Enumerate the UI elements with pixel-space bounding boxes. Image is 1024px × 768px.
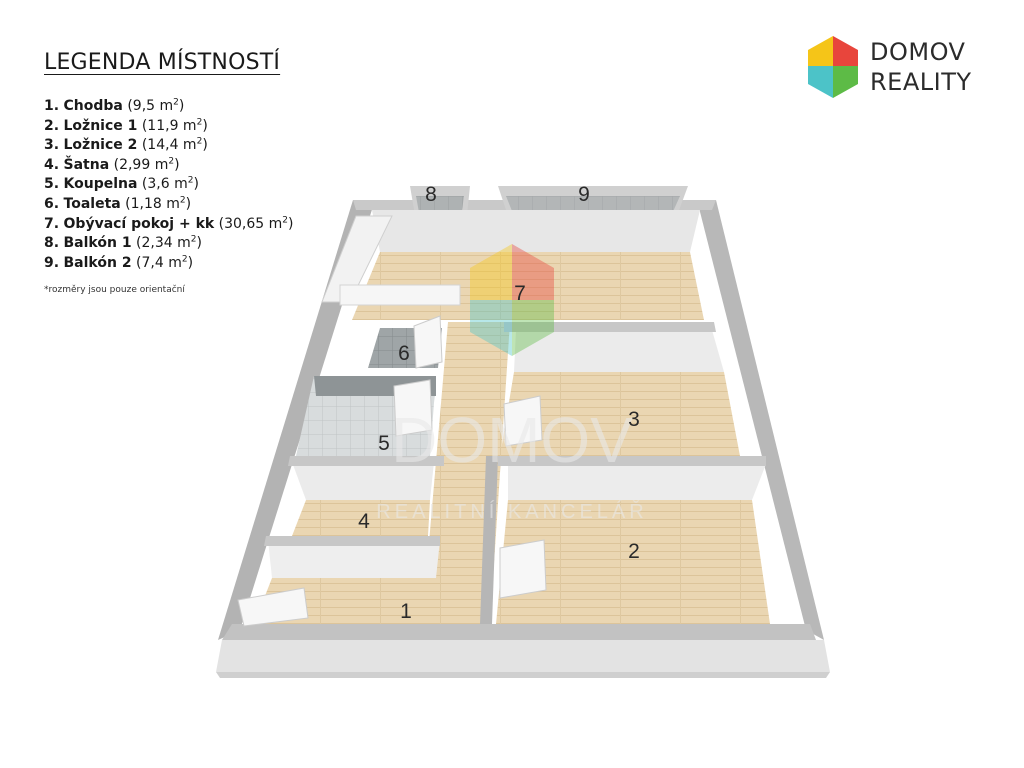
legend-item-9: 9. Balkón 2 (7,4 m2) [44,254,194,271]
legend-item-4: 4. Šatna (2,99 m2) [44,156,180,173]
domov-reality-logo: DOMOV REALITY [804,34,984,100]
kitchen-island [339,284,461,306]
room-1-floor [254,578,490,624]
balcony-label-9: 9 [578,183,590,206]
legend-item-2: 2. Ložnice 1 (11,9 m2) [44,116,208,134]
room-label-6: 6 [398,342,410,365]
legend-item-6: 6. Toaleta (1,18 m2) [44,195,192,212]
room-2-wall-back [508,464,766,500]
base-slab-front [216,672,830,678]
room-label-1: 1 [400,600,412,623]
room-2-floor [496,500,770,624]
room-label-3: 3 [628,408,640,431]
door-3 [503,395,543,447]
outer-wall-left [218,200,375,640]
interior-wall-vertical [480,456,498,624]
room-label-5: 5 [378,432,390,455]
logo-line-1: DOMOV [870,38,966,66]
room-7-wall-back [372,210,700,252]
interior-wall-4-1 [264,536,440,546]
room-1-wall-back [268,540,440,578]
room-3-wall-back [514,330,724,372]
interior-wall-3-7 [504,322,716,332]
legend-item-3: 3. Ložnice 2 (14,4 m2) [44,136,208,154]
outer-wall-bottom [222,624,816,640]
door-5 [393,379,433,437]
interior-wall-5-4 [288,456,444,466]
room-4-floor [292,500,430,536]
room-label-4: 4 [358,510,370,533]
room-label-7: 7 [514,282,526,305]
door-6 [413,315,443,369]
balcony-label-8: 8 [425,183,437,206]
room-legend-list: 1. Chodba (9,5 m2) 2. Ložnice 1 (11,9 m2)… [44,97,294,273]
legend-item-5: 5. Koupelna (3,6 m2) [44,175,199,193]
room-label-2: 2 [628,540,640,563]
interior-wall-2-3 [498,456,766,466]
logo-line-2: REALITY [870,68,972,96]
door-1 [237,587,309,627]
door-2 [499,539,547,599]
watermark-main: DOMOV [391,404,633,476]
outer-wall-right [697,200,824,640]
base-slab [216,640,830,672]
legend-item-1: 1. Chodba (9,5 m2) [44,97,185,114]
legend-item-7: 7. Obývací pokoj + kk (30,65 m2) [44,214,294,232]
legend-item-8: 8. Balkón 1 (2,34 m2) [44,234,202,252]
room-4-wall-back [292,462,434,500]
watermark-sub: REALITNÍ KANCELÁŘ [376,500,647,523]
cube-logo-icon [808,36,858,98]
watermark: DOMOV REALITNÍ KANCELÁŘ [376,244,647,523]
room-3-floor [500,372,740,456]
legend-note: *rozměry jsou pouze orientační [44,285,185,295]
legend-title: LEGENDA MÍSTNOSTÍ [44,50,281,75]
